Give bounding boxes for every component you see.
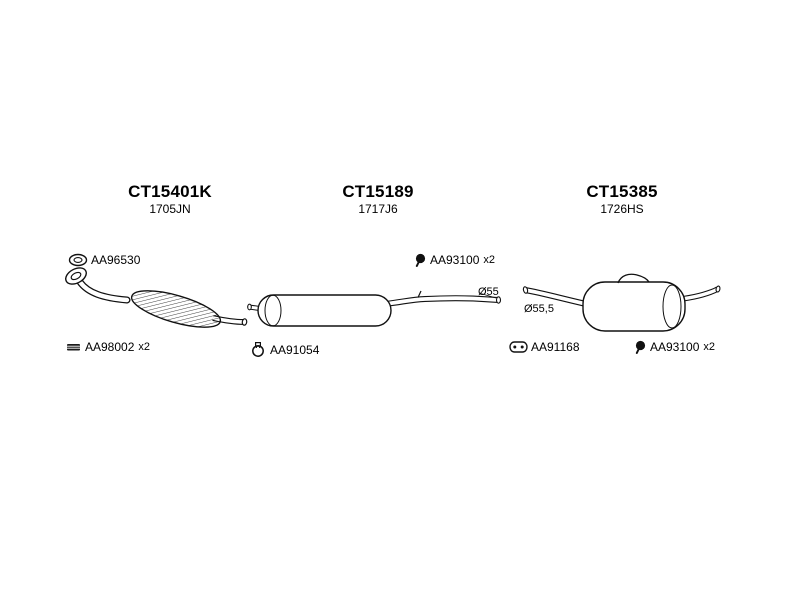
- part-qty: x2: [483, 254, 496, 266]
- hanger-bracket: [617, 273, 650, 284]
- group-header-rear: CT15385 1726HS: [522, 182, 722, 216]
- part-qty: x2: [138, 341, 151, 353]
- front-pipe-catalyst-drawing: [65, 267, 248, 328]
- label-gasket: AA96530: [68, 252, 140, 268]
- diameter-annotation-middle: Ø55: [478, 286, 499, 298]
- middle-silencer-drawing: [247, 290, 502, 327]
- catalytic-converter: [130, 290, 222, 328]
- part-number: CT15401K: [128, 182, 212, 201]
- bolt-icon: [633, 339, 647, 355]
- part-code: 1726HS: [600, 201, 644, 216]
- part-ref: AA98002: [85, 340, 135, 354]
- part-ref: AA96530: [91, 253, 141, 267]
- part-code: 1705JN: [149, 201, 191, 216]
- part-ref: AA93100: [650, 340, 700, 354]
- label-bolt-middle: AA93100 x2: [413, 252, 495, 268]
- part-qty: x2: [703, 341, 716, 353]
- group-header-middle: CT15189 1717J6: [278, 182, 478, 216]
- label-mount: AA91168: [509, 339, 580, 355]
- middle-silencer-body: [257, 294, 392, 327]
- part-ref: AA91168: [531, 340, 580, 354]
- part-ref: AA91054: [270, 342, 320, 357]
- group-header-front: CT15401K 1705JN: [70, 182, 270, 216]
- label-clamp: AA91054: [249, 341, 319, 358]
- part-number: CT15385: [586, 182, 658, 201]
- bolt-icon: [413, 252, 427, 268]
- diameter-annotation-rear: Ø55,5: [524, 303, 554, 315]
- gasket-icon: [68, 252, 88, 268]
- part-number: CT15189: [342, 182, 414, 201]
- inlet-flange: [65, 267, 87, 285]
- mount-icon: [509, 339, 528, 355]
- rear-silencer-body: [582, 281, 686, 332]
- label-strap: AA98002 x2: [66, 340, 150, 354]
- part-ref: AA93100: [430, 253, 480, 267]
- label-bolt-rear: AA93100 x2: [633, 339, 715, 355]
- part-code: 1717J6: [358, 201, 398, 216]
- rear-silencer-drawing: [522, 273, 721, 332]
- clamp-icon: [249, 341, 267, 358]
- strap-icon: [66, 342, 82, 353]
